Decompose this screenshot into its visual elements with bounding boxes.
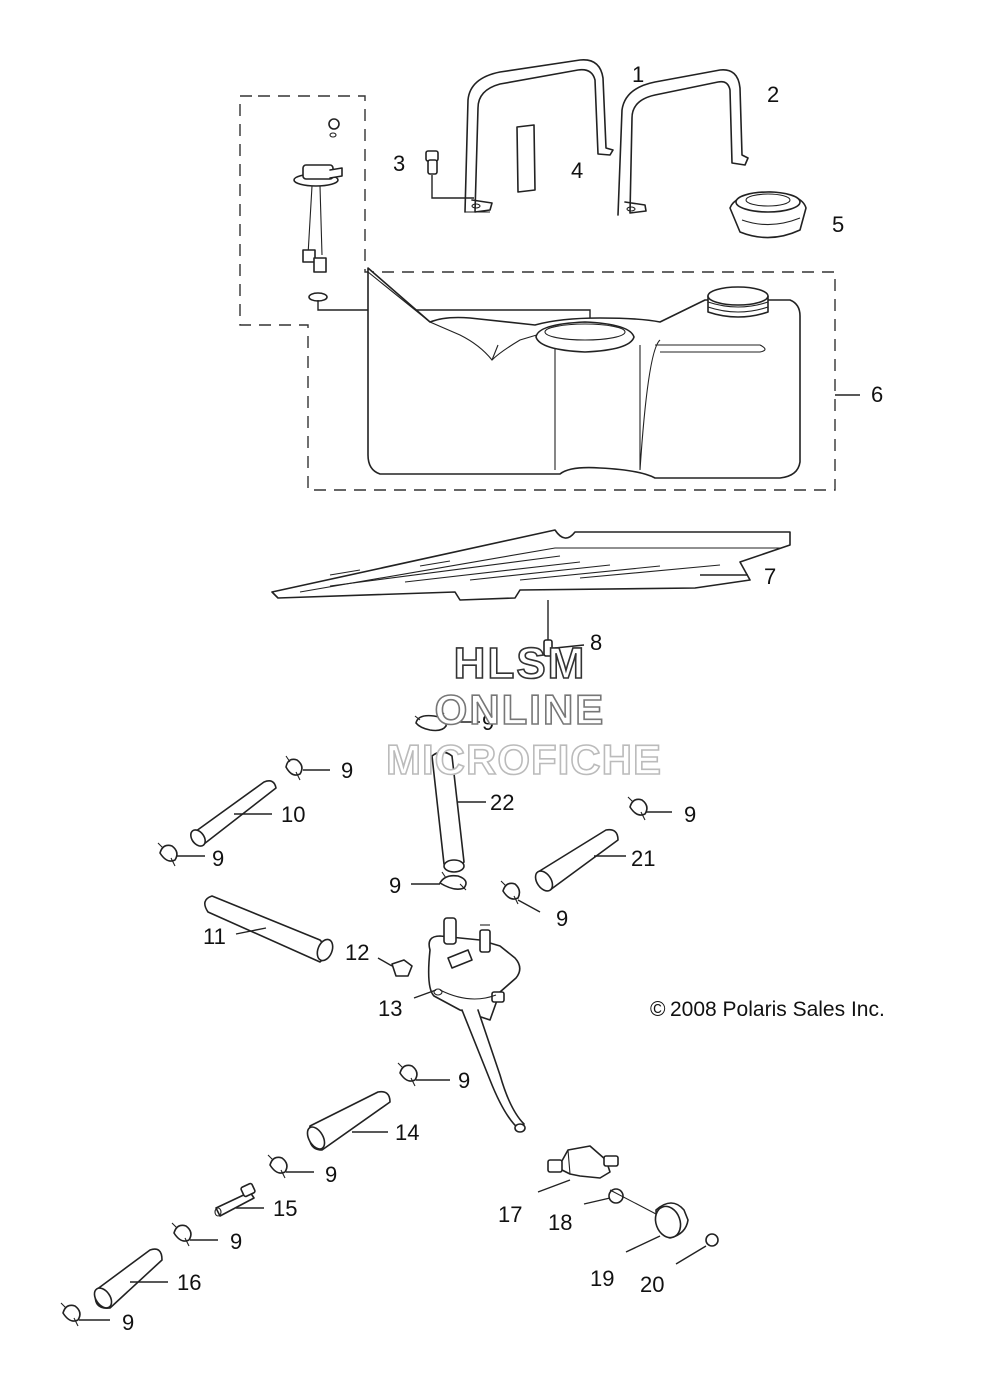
callout-9j: 9 xyxy=(122,1310,134,1335)
hose-14 xyxy=(306,1090,391,1151)
hose-clamp-9e xyxy=(500,880,541,913)
watermark: HLSM ONLINE MICROFICHE xyxy=(385,638,662,784)
fitting-12 xyxy=(377,957,413,977)
hose-clamp-9h xyxy=(267,1154,314,1179)
callout-19: 19 xyxy=(590,1266,614,1291)
callout-13: 13 xyxy=(378,996,402,1021)
bolt-3 xyxy=(425,150,474,199)
strap-pad-4 xyxy=(516,124,536,193)
hose-22 xyxy=(431,751,486,873)
callout-20: 20 xyxy=(640,1272,664,1297)
callout-9b: 9 xyxy=(341,758,353,783)
hose-10 xyxy=(190,780,277,847)
callout-7: 7 xyxy=(764,564,776,589)
hose-clamp-9d xyxy=(411,871,467,891)
callout-9d: 9 xyxy=(389,873,401,898)
callout-9g: 9 xyxy=(458,1068,470,1093)
copyright-text: 2008 Polaris Sales Inc. xyxy=(670,998,885,1021)
callout-9e: 9 xyxy=(556,906,568,931)
hose-clamp-9f xyxy=(627,796,672,821)
callout-6: 6 xyxy=(871,382,883,407)
callout-21: 21 xyxy=(631,846,655,871)
watermark-line-3: MICROFICHE xyxy=(386,736,662,783)
callout-9c: 9 xyxy=(212,846,224,871)
hose-11 xyxy=(204,895,334,963)
callout-5: 5 xyxy=(832,212,844,237)
watermark-line-1: HLSM xyxy=(454,639,587,688)
fuel-tank-6 xyxy=(367,267,860,479)
fitting-20 xyxy=(675,1233,719,1265)
callout-15: 15 xyxy=(273,1196,297,1221)
callout-8: 8 xyxy=(590,630,602,655)
callout-11: 11 xyxy=(203,924,226,949)
fuel-sender-assembly xyxy=(293,118,591,330)
fuel-pump-assembly-box xyxy=(239,95,836,491)
fuel-cap-5 xyxy=(729,191,807,239)
callout-3: 3 xyxy=(393,151,405,176)
hose-clamp-9b xyxy=(285,755,330,781)
hose-21 xyxy=(534,828,626,892)
fuel-valve-13 xyxy=(413,917,526,1133)
callout-14: 14 xyxy=(395,1120,419,1145)
copyright-symbol: © xyxy=(650,998,666,1021)
callout-16: 16 xyxy=(177,1270,201,1295)
callout-9i: 9 xyxy=(230,1229,242,1254)
hose-clamp-9c xyxy=(157,842,205,867)
fitting-17 xyxy=(537,1145,619,1193)
callout-1: 1 xyxy=(632,62,644,87)
hose-clamp-9a xyxy=(414,712,480,732)
callouts: 1 2 3 4 5 6 7 8 9 9 9 9 9 9 9 9 9 9 10 1… xyxy=(122,62,883,1335)
filter-19 xyxy=(609,1189,689,1253)
hose-clamp-9j xyxy=(60,1302,110,1327)
callout-17: 17 xyxy=(498,1202,522,1227)
hose-clamp-9g xyxy=(397,1062,450,1087)
callout-22: 22 xyxy=(490,790,514,815)
watermark-line-2: ONLINE xyxy=(435,686,606,733)
fitting-18 xyxy=(583,1188,624,1205)
callout-12: 12 xyxy=(345,940,369,965)
tank-strap-2 xyxy=(617,69,749,216)
copyright-notice: © 2008 Polaris Sales Inc. xyxy=(650,998,885,1021)
tank-strap-1 xyxy=(464,59,614,213)
tank-tray-7 xyxy=(271,529,791,601)
callout-9h: 9 xyxy=(325,1162,337,1187)
callout-4: 4 xyxy=(571,158,583,183)
callout-9f: 9 xyxy=(684,802,696,827)
hose-clamp-9i xyxy=(171,1222,218,1247)
callout-9a: 9 xyxy=(482,710,494,735)
fitting-15 xyxy=(214,1182,264,1217)
callout-2: 2 xyxy=(767,82,779,107)
hose-16 xyxy=(93,1248,168,1309)
callout-10: 10 xyxy=(281,802,305,827)
fastener-8 xyxy=(543,600,585,657)
callout-18: 18 xyxy=(548,1210,572,1235)
